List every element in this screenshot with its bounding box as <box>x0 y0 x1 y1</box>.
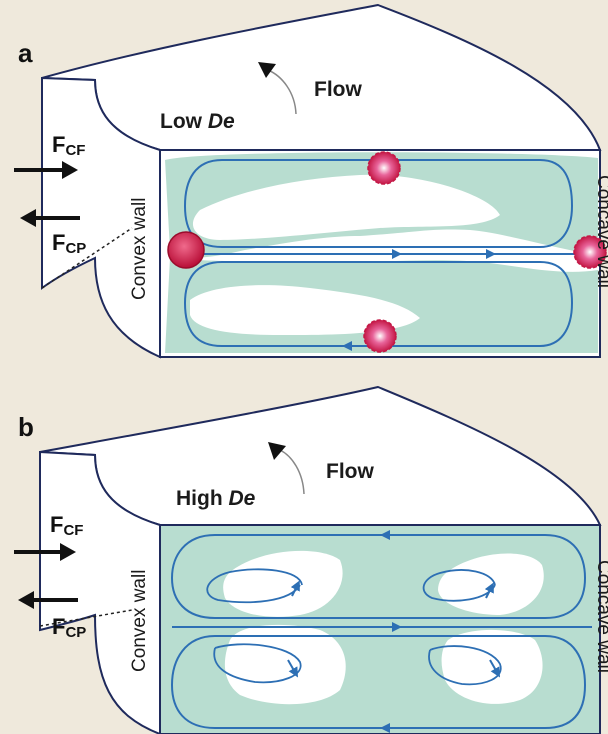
panel-b-streamline-top <box>170 534 587 619</box>
svg-text:FCP: FCP <box>52 230 86 257</box>
panel-b-force-cf: FCF <box>14 512 83 561</box>
panel-a-streamline-top <box>183 159 574 248</box>
svg-text:FCF: FCF <box>50 512 83 539</box>
panel-b-spiral-bottom-right-arrow <box>489 659 500 678</box>
panel-a-particle-left <box>167 231 205 269</box>
panel-b-flow-arrow <box>279 449 305 495</box>
panel-b-spiral-top-left-arrow <box>290 580 300 597</box>
panel-b-spiral-top-right-arrow <box>484 582 494 599</box>
panel-a-streamline-bottom <box>183 261 574 347</box>
panel-b-spiral-bottom-left-arrow <box>287 659 298 678</box>
svg-text:FCF: FCF <box>52 132 85 159</box>
panel-a-flow-label: Flow <box>314 78 362 101</box>
panel-a-particle-bottom <box>363 319 397 353</box>
panel-b-core-top-left <box>223 550 343 617</box>
panel-a-side-face <box>41 76 161 359</box>
panel-b: b Flow High De FCF <box>14 385 608 734</box>
panel-b-spiral-top-left <box>206 568 303 604</box>
panel-b-channel-outline <box>39 385 602 526</box>
panel-b-spiral-top-right <box>422 569 496 602</box>
panel-b-flow-label: Flow <box>326 460 374 483</box>
panel-a-letter: a <box>18 38 33 68</box>
panel-b-force-cp: FCP <box>18 591 86 641</box>
panel-b-concave-wall-label: Concave wall <box>593 560 608 673</box>
svg-text:FCP: FCP <box>52 614 86 641</box>
panel-b-letter: b <box>18 412 34 442</box>
panel-a-flow-arrowhead <box>258 62 276 78</box>
panel-a-particle-right <box>573 235 607 269</box>
panel-b-flow-arrowhead <box>268 442 286 460</box>
panel-a-particle-top <box>367 151 401 185</box>
panel-a-dashed-radius <box>41 227 133 289</box>
panel-a-convex-wall-label: Convex wall <box>129 198 150 300</box>
panel-a-force-cf: FCF <box>14 132 85 179</box>
panel-b-cross-section <box>159 524 601 734</box>
panel-b-core-bottom-right <box>441 629 543 704</box>
panel-a-regime-label: Low De <box>160 110 235 133</box>
panel-b-convex-wall-label: Convex wall <box>129 570 150 672</box>
panel-a: a Flow Low De FCF <box>14 3 608 359</box>
panel-b-regime-label: High De <box>176 487 256 510</box>
panel-a-flow-arrow <box>267 69 297 115</box>
panel-b-side-face <box>39 450 161 734</box>
panel-a-flow-region-top <box>165 152 598 258</box>
panel-a-concave-wall-label: Concave wall <box>593 175 608 288</box>
panel-a-flow-region-bottom <box>165 258 598 353</box>
panel-a-force-cp: FCP <box>20 209 86 257</box>
